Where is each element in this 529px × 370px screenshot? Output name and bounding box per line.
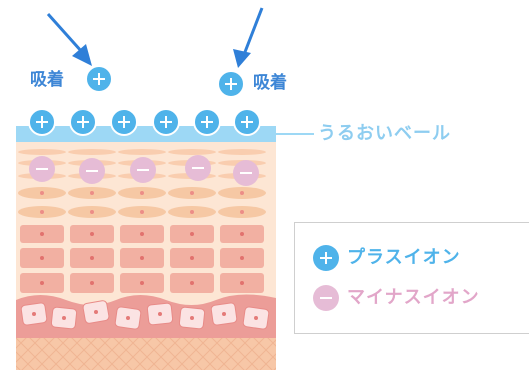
plus-ion-icon <box>28 108 56 136</box>
minus-ion-icon <box>130 157 156 183</box>
legend-minus-row: マイナスイオン <box>313 285 480 311</box>
plus-ion-icon <box>85 65 113 93</box>
arrow-icon <box>233 49 251 68</box>
legend-minus-label: マイナスイオン <box>347 287 480 308</box>
minus-ion-icon <box>29 156 55 182</box>
plus-ion-icon <box>110 108 138 136</box>
minus-ion-icon <box>185 155 211 181</box>
legend-plus-row: プラスイオン <box>313 245 461 271</box>
plus-ion-icon <box>233 108 261 136</box>
arrow-icon <box>72 44 92 66</box>
plus-ion-icon <box>217 70 245 98</box>
arrow-icon <box>46 12 84 54</box>
minus-ion-icon <box>313 285 339 311</box>
legend-plus-label: プラスイオン <box>347 247 461 268</box>
moisture-veil-label: うるおいベール <box>318 123 451 144</box>
minus-ion-icon <box>233 160 259 186</box>
plus-ion-icon <box>152 108 180 136</box>
plus-ion-icon <box>193 108 221 136</box>
arrow-icon <box>243 7 264 53</box>
adsorb-label-right: 吸着 <box>253 73 287 93</box>
plus-ion-icon <box>313 245 339 271</box>
legend: プラスイオン マイナスイオン <box>294 222 529 334</box>
plus-ion-icon <box>69 108 97 136</box>
adsorb-label-left: 吸着 <box>30 70 64 90</box>
minus-ion-icon <box>79 158 105 184</box>
